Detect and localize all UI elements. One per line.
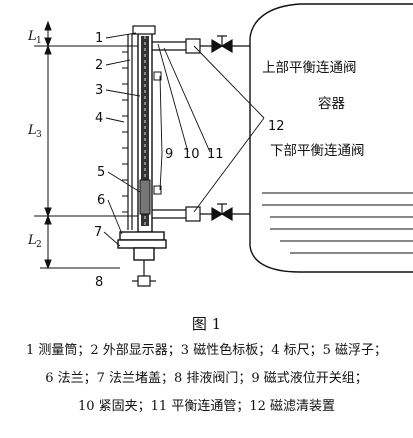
leader-lines bbox=[103, 32, 265, 247]
upper-balance-pipe bbox=[152, 35, 250, 54]
dimension-l1-symbol: L bbox=[27, 29, 37, 44]
dimension-l3-symbol: L bbox=[27, 123, 37, 138]
upper-valve-label: 上部平衡连通阀 bbox=[262, 60, 357, 76]
part-number-1: 1 bbox=[95, 31, 103, 46]
part-number-2: 2 bbox=[95, 58, 103, 73]
switch-set bbox=[153, 71, 162, 195]
part-number-10: 10 bbox=[183, 147, 200, 162]
part-number-6: 6 bbox=[97, 193, 105, 208]
magnetic-float bbox=[139, 179, 151, 215]
part-number-8: 8 bbox=[95, 275, 103, 290]
vessel-liquid bbox=[262, 192, 413, 254]
part-number-3: 3 bbox=[95, 83, 103, 98]
part-number-11: 11 bbox=[207, 147, 224, 162]
vessel bbox=[249, 3, 413, 273]
external-display bbox=[127, 34, 133, 230]
part-number-labels: 1 2 3 4 5 6 7 8 9 10 11 12 bbox=[94, 31, 285, 290]
drain-valve bbox=[132, 260, 156, 287]
part-number-12: 12 bbox=[268, 119, 285, 134]
scale-ticks bbox=[122, 51, 128, 213]
legend-line-2: 6 法兰；7 法兰堵盖；8 排液阀门；9 磁式液位开关组； bbox=[45, 371, 368, 386]
flange bbox=[117, 231, 167, 261]
legend-line-1: 1 测量筒；2 外部显示器；3 磁性色标板；4 标尺；5 磁浮子； bbox=[25, 343, 388, 358]
dimension-l2-subscript: 2 bbox=[36, 240, 42, 250]
level-gauge-diagram: 1 2 3 4 5 6 7 8 9 10 11 12 L 1 L 3 L 2 上… bbox=[27, 3, 413, 290]
part-number-4: 4 bbox=[95, 111, 103, 126]
vessel-label: 容器 bbox=[318, 95, 345, 112]
dimension-symbols: L 1 L 3 L 2 bbox=[27, 29, 42, 250]
part-number-7: 7 bbox=[94, 225, 102, 240]
part-number-5: 5 bbox=[97, 165, 105, 180]
dimension-lines bbox=[34, 20, 140, 270]
lower-valve-label: 下部平衡连通阀 bbox=[270, 143, 365, 159]
legend-line-3: 10 紧固夹；11 平衡连通管；12 磁滤清装置 bbox=[77, 399, 336, 414]
dimension-l1-subscript: 1 bbox=[36, 36, 42, 46]
dimension-l2-symbol: L bbox=[27, 233, 37, 248]
lower-balance-pipe bbox=[152, 203, 250, 222]
part-number-9: 9 bbox=[165, 147, 173, 162]
dimension-l3-subscript: 3 bbox=[36, 130, 42, 140]
figure-caption: 图 1 bbox=[191, 315, 222, 333]
